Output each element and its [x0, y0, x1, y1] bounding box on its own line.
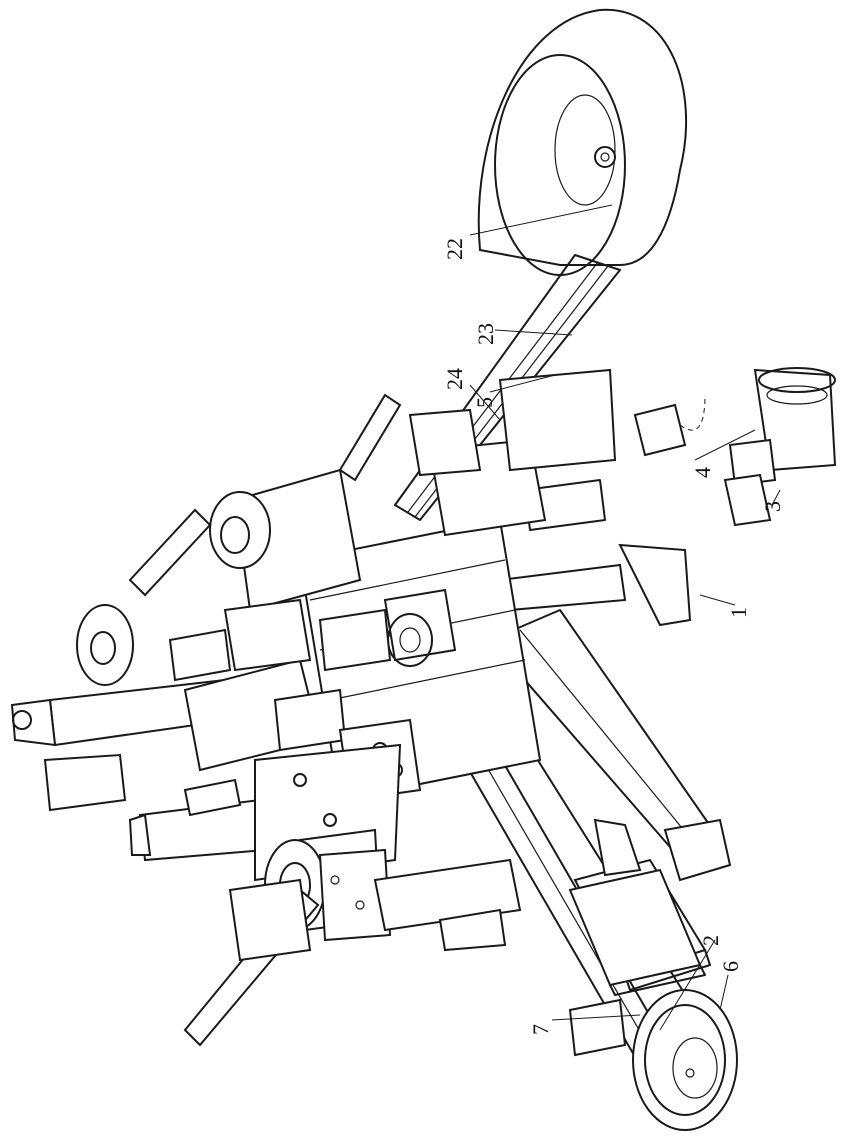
- label-6: 6: [718, 961, 743, 972]
- label-23: 23: [473, 323, 498, 345]
- leader-23: [495, 330, 572, 335]
- label-7: 7: [528, 1024, 553, 1035]
- label-1: 1: [726, 607, 751, 618]
- label-4: 4: [690, 467, 715, 478]
- bowl-feeder-top: [479, 10, 686, 275]
- bowl-feeder-bottom: [633, 990, 737, 1130]
- leader-1: [700, 595, 735, 605]
- label-22: 22: [442, 238, 467, 260]
- label-3: 3: [760, 501, 785, 512]
- bottom-left-cylinder: [185, 880, 318, 1045]
- leader-6: [720, 975, 728, 1010]
- workpiece-exploded: [635, 368, 835, 525]
- label-5: 5: [472, 397, 497, 408]
- label-24: 24: [442, 368, 467, 390]
- label-2: 2: [698, 935, 723, 946]
